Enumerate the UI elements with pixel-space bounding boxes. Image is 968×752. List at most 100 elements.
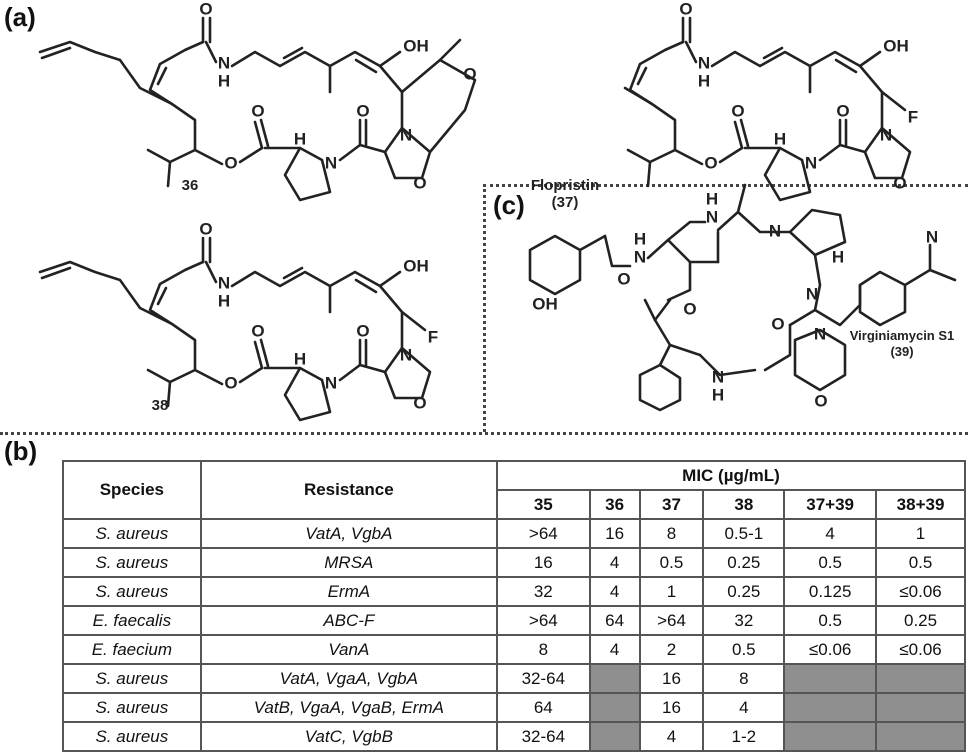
svg-text:O: O: [617, 269, 630, 288]
species-cell: S. aureus: [62, 576, 202, 607]
mic-value-cell: 32: [702, 605, 786, 636]
svg-text:H: H: [706, 189, 718, 208]
svg-text:O: O: [199, 0, 212, 18]
svg-text:O: O: [224, 373, 237, 392]
svg-text:N: N: [218, 53, 230, 72]
mic-value-cell: 16: [638, 663, 705, 694]
mic-value-cell: 4: [588, 576, 641, 607]
mic-value-cell: >64: [495, 605, 591, 636]
mic-value-cell: 2: [638, 634, 705, 665]
mic-value-cell: ≤0.06: [875, 576, 966, 607]
header-compound-38-39: 38+39: [875, 489, 966, 520]
svg-text:H: H: [634, 229, 646, 248]
resistance-cell: VatA, VgbA: [199, 518, 498, 549]
svg-text:N: N: [325, 373, 337, 392]
svg-text:H: H: [218, 291, 230, 310]
mic-value-cell: 0.125: [783, 576, 878, 607]
svg-text:N: N: [706, 207, 718, 226]
svg-text:N: N: [880, 125, 892, 144]
compound-name-39: Virginiamycin S1: [850, 328, 955, 343]
svg-text:OH: OH: [532, 294, 558, 313]
svg-text:O: O: [704, 153, 717, 172]
svg-text:O: O: [356, 101, 369, 120]
species-cell: S. aureus: [62, 692, 202, 723]
not-tested-cell: [875, 721, 966, 752]
mic-value-cell: 4: [702, 692, 786, 723]
mic-value-cell: 0.5: [638, 547, 705, 578]
svg-text:O: O: [199, 219, 212, 238]
svg-text:H: H: [294, 349, 306, 368]
header-mic: MIC (µg/mL): [495, 460, 967, 491]
mic-value-cell: 8: [702, 663, 786, 694]
species-cell: S. aureus: [62, 663, 202, 694]
divider-box-top: [483, 184, 968, 187]
compound-name-37: Flopristin: [531, 177, 599, 194]
svg-text:H: H: [698, 71, 710, 90]
compound-label-39: (39): [890, 344, 913, 359]
panel-label-a: (a): [4, 2, 36, 32]
mic-value-cell: >64: [638, 605, 705, 636]
header-compound-38: 38: [702, 489, 786, 520]
divider-vertical: [483, 184, 486, 432]
svg-text:O: O: [251, 321, 264, 340]
svg-text:O: O: [814, 391, 827, 410]
panel-label-b: (b): [4, 436, 38, 466]
svg-text:H: H: [832, 247, 844, 266]
species-cell: S. aureus: [62, 721, 202, 752]
resistance-cell: VanA: [199, 634, 498, 665]
not-tested-cell: [588, 663, 641, 694]
structure-36: O O N H OH O O H N O N O 36: [38, 0, 477, 202]
species-cell: E. faecalis: [62, 605, 202, 636]
header-resistance: Resistance: [199, 460, 498, 520]
compound-label-37: (37): [552, 194, 579, 211]
svg-text:N: N: [814, 324, 826, 343]
svg-text:H: H: [774, 129, 786, 148]
svg-text:N: N: [400, 125, 412, 144]
svg-text:O: O: [893, 173, 906, 192]
mic-value-cell: 8: [638, 518, 705, 549]
mic-value-cell: 1: [638, 576, 705, 607]
svg-text:O: O: [413, 393, 426, 412]
mic-value-cell: 0.25: [702, 547, 786, 578]
not-tested-cell: [875, 692, 966, 723]
structure-virginiamycin-s1-39: OH O N H O N H N H N O N N N H O Virgini…: [528, 183, 957, 412]
divider-horizontal: [0, 432, 968, 435]
mic-value-cell: ≤0.06: [783, 634, 878, 665]
svg-text:O: O: [771, 314, 784, 333]
svg-text:H: H: [712, 385, 724, 404]
mic-value-cell: 0.25: [702, 576, 786, 607]
chemical-structures: O O N H OH O O H N O N O 36 O N H OH F O…: [38, 0, 957, 422]
svg-text:O: O: [679, 0, 692, 18]
mic-value-cell: >64: [495, 518, 591, 549]
mic-value-cell: 16: [638, 692, 705, 723]
header-compound-35: 35: [495, 489, 591, 520]
svg-text:O: O: [224, 153, 237, 172]
svg-text:H: H: [218, 71, 230, 90]
svg-text:N: N: [325, 153, 337, 172]
svg-text:OH: OH: [883, 36, 909, 55]
not-tested-cell: [783, 663, 878, 694]
svg-text:N: N: [805, 153, 817, 172]
svg-text:N: N: [926, 227, 938, 246]
resistance-cell: ErmA: [199, 576, 498, 607]
mic-value-cell: 32-64: [495, 663, 591, 694]
resistance-cell: VatA, VgaA, VgbA: [199, 663, 498, 694]
structure-flopristin-37: O N H OH F O O H N O N O: [623, 0, 918, 202]
species-cell: S. aureus: [62, 547, 202, 578]
not-tested-cell: [875, 663, 966, 694]
svg-text:O: O: [251, 101, 264, 120]
resistance-cell: VatB, VgaA, VgaB, ErmA: [199, 692, 498, 723]
mic-value-cell: 64: [495, 692, 591, 723]
mic-value-cell: ≤0.06: [875, 634, 966, 665]
mic-value-cell: 1: [875, 518, 966, 549]
compound-label-36: 36: [182, 177, 199, 194]
svg-text:H: H: [294, 129, 306, 148]
mic-value-cell: 64: [588, 605, 641, 636]
svg-text:N: N: [400, 345, 412, 364]
mic-value-cell: 4: [588, 634, 641, 665]
svg-text:N: N: [806, 284, 818, 303]
